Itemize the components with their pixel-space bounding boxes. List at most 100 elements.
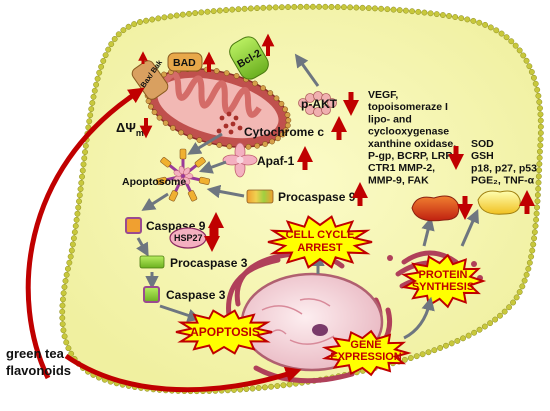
up-regulated-item: SOD [471,138,494,150]
membrane-bead [378,5,385,12]
apaf1-label: Apaf-1 [257,154,295,168]
apoptosome-petal [173,175,182,182]
membrane-bead [291,3,298,10]
membrane-bead [179,11,186,18]
membrane-bead [340,4,347,11]
membrane-bead [529,247,536,254]
membrane-bead [535,92,542,99]
membrane-bead [63,271,70,278]
membrane-bead [516,289,523,295]
membrane-bead [537,105,543,112]
membrane-bead [523,57,530,64]
bad-protein: BAD [167,52,203,72]
apoptosome-procaspase [156,176,168,185]
membrane-bead [90,93,97,100]
membrane-bead [64,265,71,272]
membrane-bead [523,271,530,278]
membrane-bead [439,12,446,18]
membrane-bead [198,9,205,16]
up-regulated-item: GSH [471,150,494,162]
membrane-bead [519,283,526,290]
protein-synthesis-label-line1: PROTEIN [419,269,468,281]
p-akt-label: p-AKT [301,97,338,111]
membrane-bead [261,384,268,391]
membrane-bead [81,155,88,162]
membrane-bead [78,179,85,186]
membrane-bead [70,235,77,242]
membrane-bead [66,259,73,266]
cytochrome-dot [237,125,243,131]
membrane-bead [87,112,94,119]
mito-bead [267,90,274,96]
membrane-bead [415,8,422,15]
cytochrome-dot [216,128,222,134]
mito-bead [278,100,285,107]
membrane-bead [536,167,543,174]
membrane-bead [249,385,256,392]
bcl2-protein: Bcl-2 [229,36,269,80]
membrane-bead [506,304,513,311]
membrane-bead [520,52,527,59]
cytochrome-c-to-apoptosome-arrow [187,132,223,155]
membrane-bead [59,308,66,315]
membrane-bead [173,12,180,19]
membrane-bead [537,117,544,124]
membrane-bead [297,3,304,10]
mito-bead [252,80,258,87]
membrane-bead [108,41,115,48]
membrane-bead [353,4,360,11]
down-regulated-item: CTR1 MMP-2, [368,162,435,174]
mito-bead [285,117,292,124]
membrane-bead [526,259,533,266]
cytochrome-dot [233,115,239,121]
protein-synthesis-to-down-products-arrow [421,216,435,247]
membrane-bead [328,3,335,10]
procaspase9-to-apoptosome-arrow [206,184,245,199]
membrane-bead [476,19,483,26]
membrane-bead [91,87,98,94]
down-regulated-protein-drop [411,195,460,222]
membrane-bead [537,142,544,149]
membrane-bead [425,349,432,356]
membrane-bead [89,99,96,106]
membrane-bead [255,385,262,391]
membrane-bead [125,23,132,30]
membrane-bead [437,345,444,351]
membrane-bead [59,321,66,328]
membrane-bead [407,355,414,362]
membrane-bead [60,290,67,297]
caspase9-block [125,217,142,234]
membrane-bead [512,42,519,49]
membrane-bead [115,31,122,38]
membrane-bead [73,216,80,223]
membrane-bead [61,333,68,340]
membrane-bead [442,342,449,349]
up-regulated-item: PGE₂, TNF-α [471,175,535,187]
membrane-bead [243,386,250,393]
apoptosome-procaspase [198,176,210,185]
membrane-bead [72,223,79,229]
membrane-bead [79,167,86,174]
apoptosome-procaspase [160,157,172,168]
membrane-bead [75,204,82,211]
membrane-bead [266,4,273,11]
membrane-bead [528,253,535,260]
cell-cycle-arrest-label-line1: CELL CYCLE [286,229,355,241]
membrane-bead [536,154,543,161]
membrane-bead [498,30,505,37]
membrane-bead [513,294,520,301]
membrane-bead [537,111,544,118]
membrane-bead [533,216,540,223]
membrane-bead [534,204,541,211]
gene-expression-label-line1: GENE [350,339,381,351]
membrane-bead [471,329,478,336]
membrane-bead [537,130,544,136]
membrane-bead [303,3,310,10]
p-akt-to-bcl2-arrow [294,53,320,87]
up-regulated-item: p18, p27, p53 [471,162,537,174]
cytochrome-dot [219,115,225,121]
membrane-bead [186,10,192,17]
membrane-bead [76,192,83,199]
